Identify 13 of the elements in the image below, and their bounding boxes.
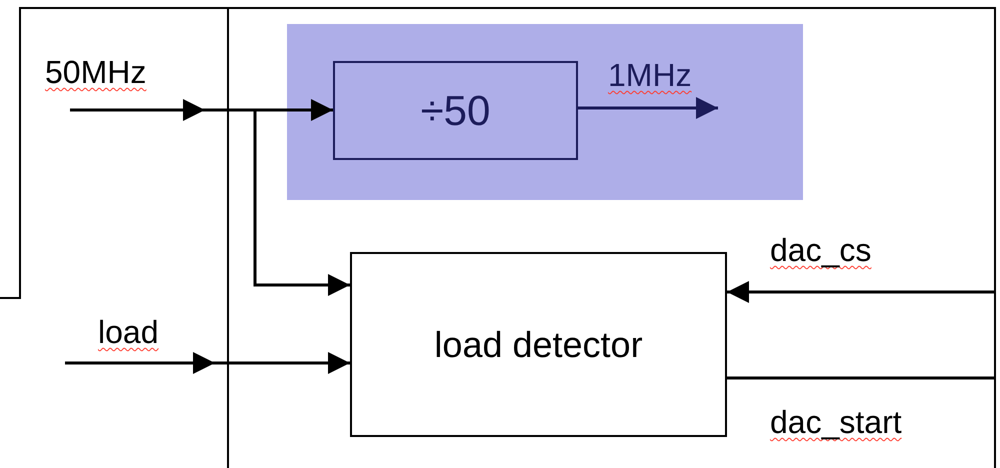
highlight-band bbox=[287, 24, 803, 200]
signal-line bbox=[727, 376, 995, 380]
signal-label: load bbox=[98, 313, 158, 352]
signal-label: 1MHz bbox=[608, 56, 692, 95]
arrow bbox=[255, 99, 333, 121]
signal-label: 50MHz bbox=[45, 53, 146, 92]
arrow bbox=[727, 281, 995, 303]
process-box: load detector bbox=[350, 252, 727, 437]
signal-label: dac_start bbox=[770, 403, 902, 442]
arrow bbox=[65, 352, 350, 374]
arrow bbox=[254, 110, 350, 296]
arrow bbox=[578, 97, 718, 119]
signal-label: dac_cs bbox=[770, 231, 872, 270]
